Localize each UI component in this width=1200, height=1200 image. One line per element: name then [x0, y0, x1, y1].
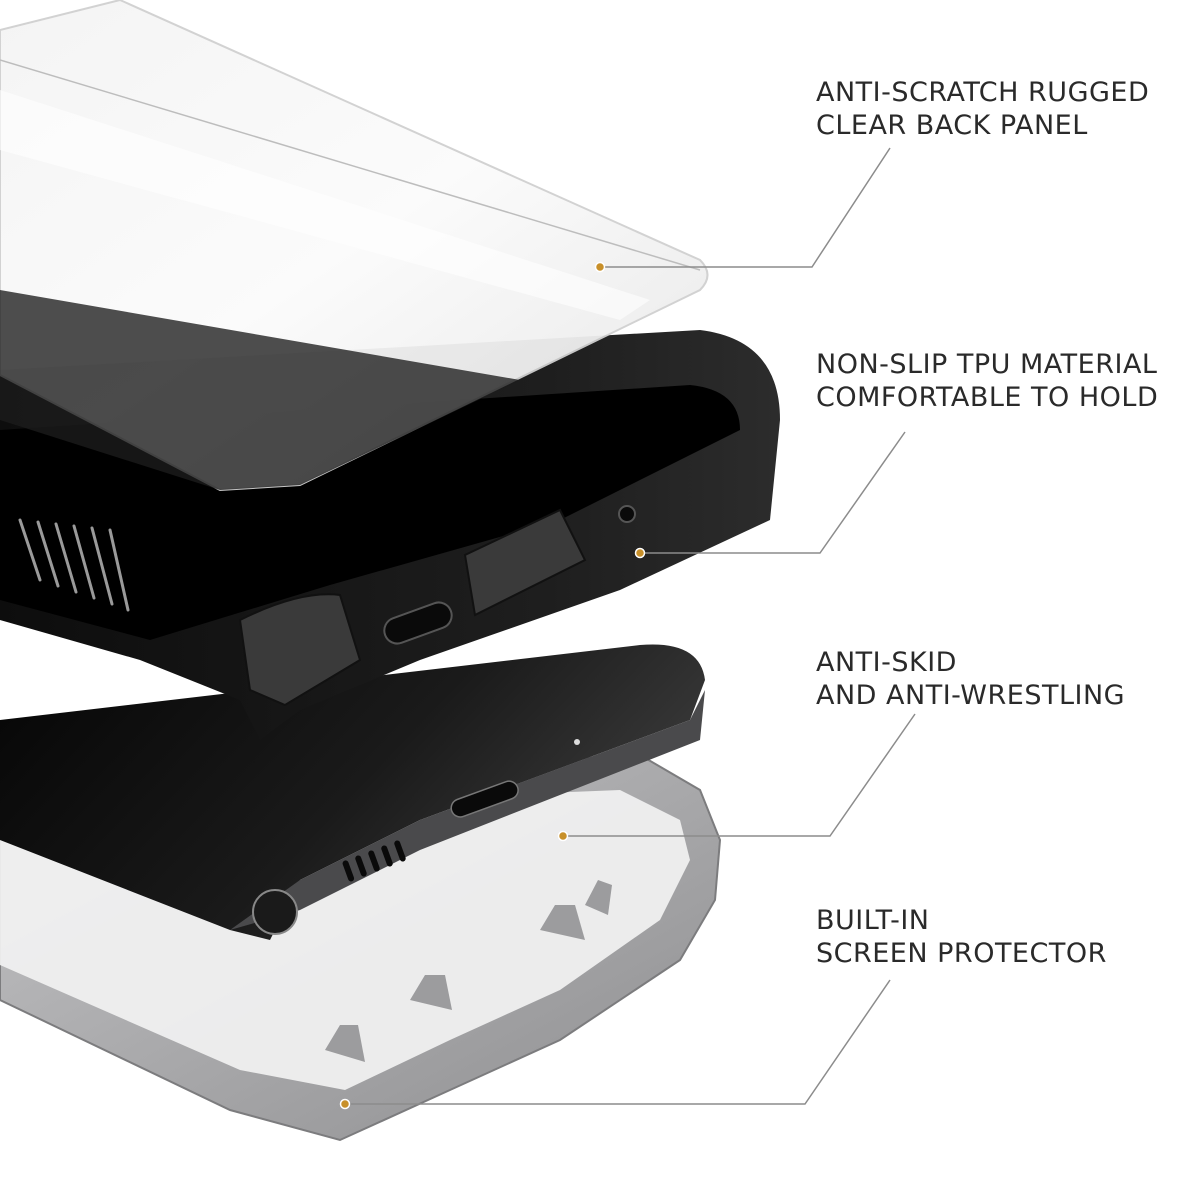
feature-label-anti-skid: ANTI-SKID AND ANTI-WRESTLING — [816, 646, 1186, 712]
feature-label-line: ANTI-SKID — [816, 647, 957, 678]
clear-back-panel-layer — [0, 0, 709, 492]
feature-label-tpu-material: NON-SLIP TPU MATERIAL COMFORTABLE TO HOL… — [816, 348, 1186, 414]
callout-line-anti-skid — [563, 713, 916, 837]
callout-line-back-panel — [600, 147, 891, 268]
callout-dot-tpu — [634, 547, 646, 559]
feature-label-back-panel: ANTI-SCRATCH RUGGED CLEAR BACK PANEL — [816, 76, 1186, 142]
callout-lines — [345, 147, 916, 1105]
feature-label-line: BUILT-IN — [816, 905, 930, 936]
callout-dot-screen-protector — [339, 1098, 351, 1110]
callout-line-screen-protector — [345, 979, 891, 1105]
callout-dots — [339, 261, 646, 1110]
feature-label-screen-protector: BUILT-IN SCREEN PROTECTOR — [816, 904, 1186, 970]
phone-body — [0, 644, 705, 940]
callout-dot-anti-skid — [557, 830, 569, 842]
callout-line-tpu — [640, 431, 906, 554]
feature-label-line: NON-SLIP TPU MATERIAL — [816, 349, 1158, 380]
feature-label-line: COMFORTABLE TO HOLD — [816, 382, 1159, 413]
feature-label-line: CLEAR BACK PANEL — [816, 110, 1088, 141]
feature-label-line: AND ANTI-WRESTLING — [816, 680, 1126, 711]
callout-dot-back-panel — [594, 261, 606, 273]
feature-label-line: SCREEN PROTECTOR — [816, 938, 1107, 969]
feature-label-line: ANTI-SCRATCH RUGGED — [816, 77, 1150, 108]
